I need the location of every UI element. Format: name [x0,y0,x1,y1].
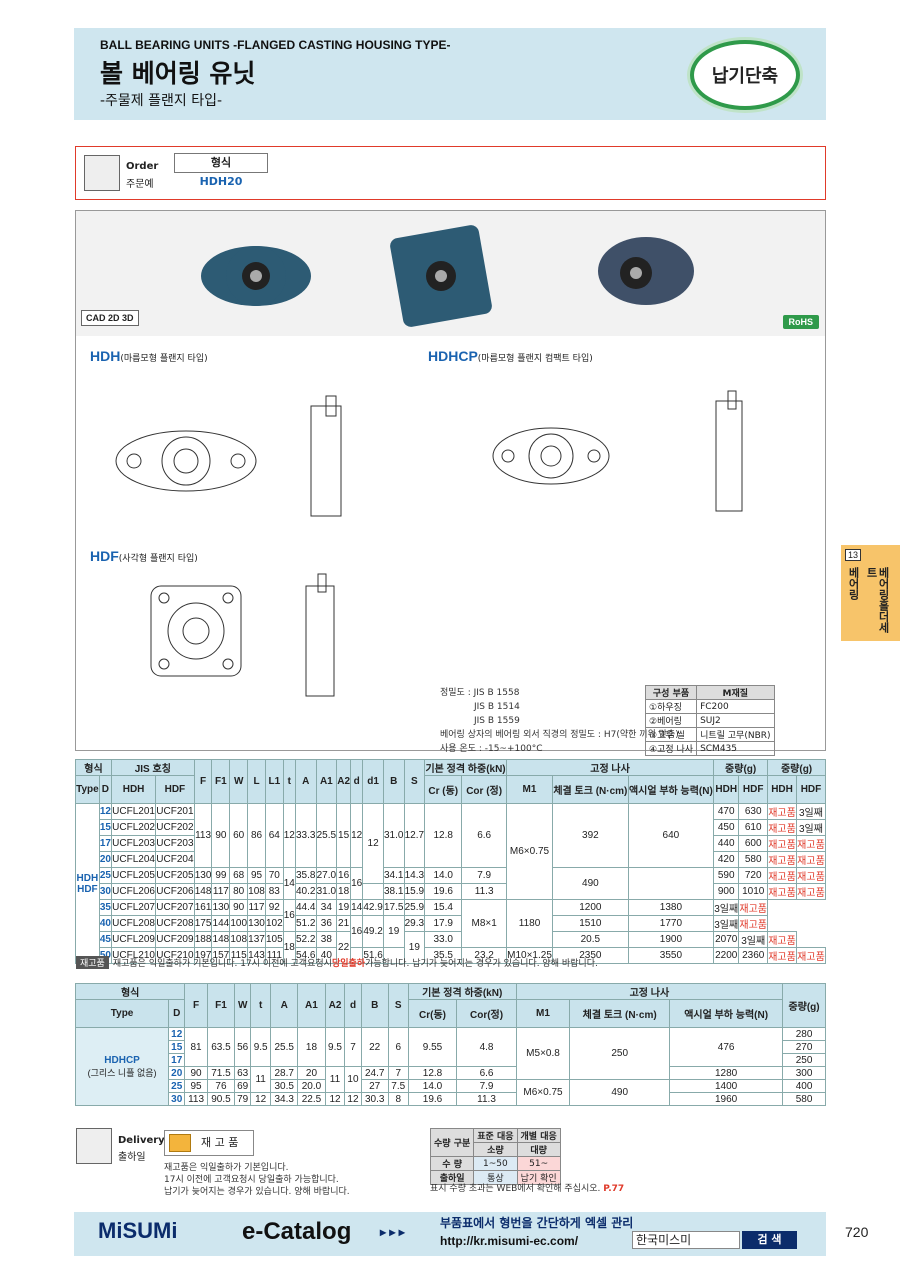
section-tab[interactable]: 13 베어링 베어링홀더세트 [841,545,900,641]
box-icon [169,1134,191,1152]
title-english: BALL BEARING UNITS -FLANGED CASTING HOUS… [100,38,451,52]
page-reference: P.77 [603,1184,625,1194]
misumi-logo: MiSUMi [98,1218,178,1243]
ecatalog-label: e-Catalog [242,1218,352,1245]
order-label-ko: 주문예 [126,179,154,190]
diagram-label-hdf: HDF(사각형 플랜지 타입) [90,548,198,564]
order-example-box: Order 주문예 형식 HDH20 [75,146,826,200]
type-hdh-hdf: HDH HDF [75,803,100,964]
short-delivery-badge: 납기단축 [690,40,800,110]
delivery-notes: 재고품은 익일출하가 기본입니다. 17시 이전에 고객요청시 당일출하 가능합… [164,1163,350,1197]
cad-badge[interactable]: CAD 2D 3D [81,310,139,326]
type-hdhcp-note: (그리스 니플 없음) [87,1067,157,1078]
order-label-en: Order [126,161,159,172]
diagram-label-hdh: HDH(마름모형 플랜지 타입) [90,348,208,364]
phone-fax-icon [84,155,120,191]
spec-notes: 정밀도 : JIS B 1558 JIS B 1514 JIS B 1559 베… [440,688,679,754]
page-number: 720 [845,1224,869,1240]
search-button[interactable]: 검 색 [742,1231,797,1249]
dimension-drawings [115,390,743,697]
footer-tagline: 부품표에서 형번을 간단하게 엑셀 관리 [440,1216,634,1230]
quantity-note: 표시 수량 초과는 WEB에서 확인해 주십시오. P.77 [430,1184,625,1194]
truck-icon [76,1128,112,1164]
type-hdhcp: HDHCP [104,1054,140,1066]
footer-url[interactable]: http://kr.misumi-ec.com/ [440,1234,579,1248]
order-example-value: HDH20 [199,175,243,188]
delivery-label-ko: 출하일 [118,1152,146,1163]
stock-badge: 재 고 품 [164,1130,254,1156]
product-photos: CAD 2D 3D RoHS [76,211,825,336]
arrows-icon: ▸ ▸ ▸ [380,1225,405,1239]
bearing-photos-image [201,225,694,327]
page-title: 볼 베어링 유닛 [100,59,256,88]
order-col-header: 형식 [174,153,268,173]
page-subtitle: -주물제 플랜지 타입- [100,93,223,109]
diagram-label-hdhcp: HDHCP(마름모형 플랜지 컴팩트 타입) [428,348,593,364]
rohs-badge: RoHS [782,315,819,329]
search-input[interactable]: 한국미스미 [632,1231,740,1249]
product-info-box: CAD 2D 3D RoHS [75,210,826,751]
delivery-label-en: Delivery [118,1135,165,1146]
